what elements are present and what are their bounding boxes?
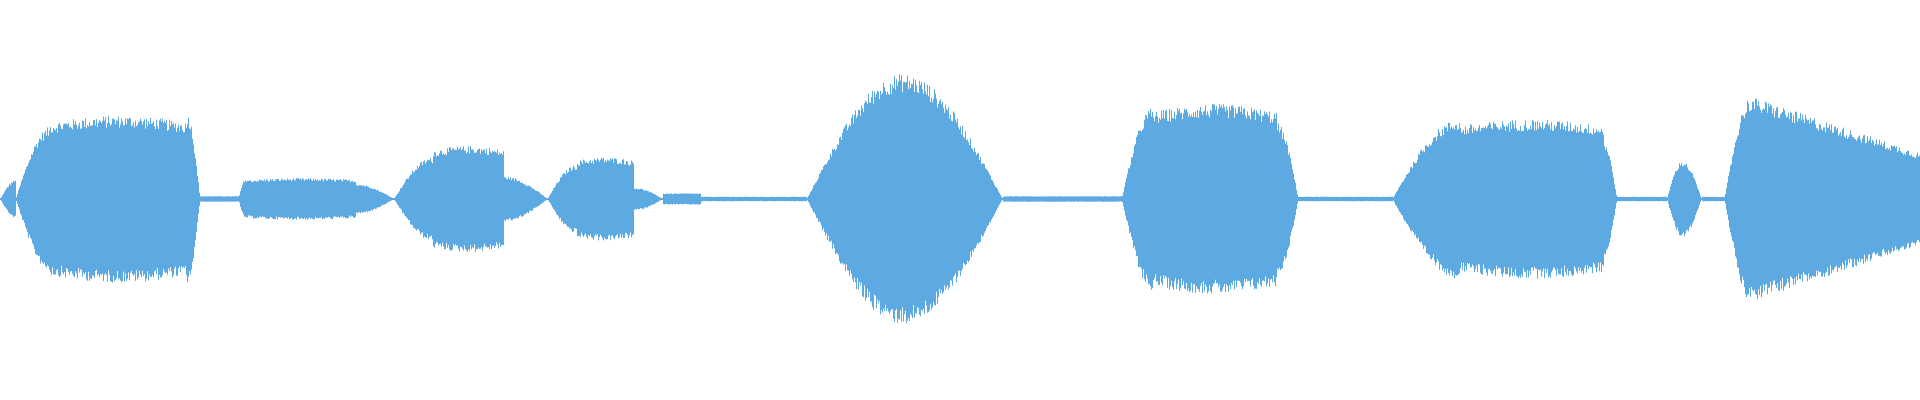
waveform-path <box>0 74 1920 324</box>
waveform-samples <box>0 74 1920 324</box>
